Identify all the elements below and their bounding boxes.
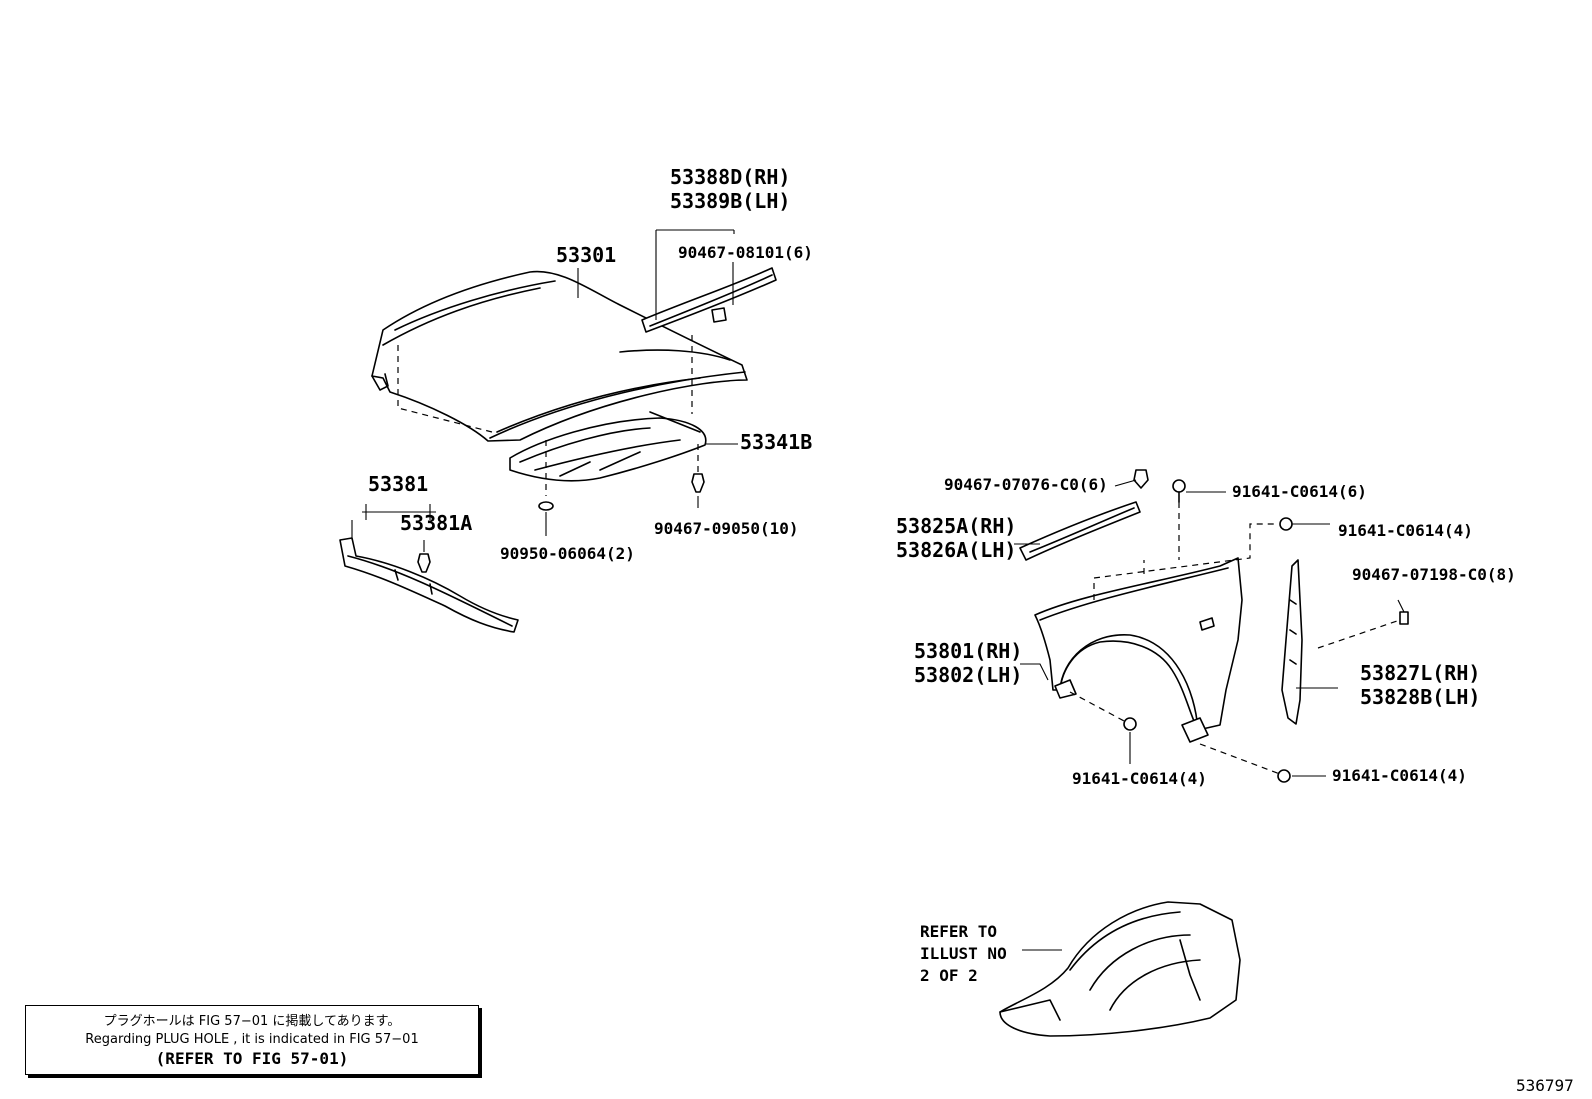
label-bolt-rear: 91641-C0614(4) <box>1338 521 1473 540</box>
label-bolt-bottom-right: 91641-C0614(4) <box>1332 766 1467 785</box>
hood-panel <box>371 270 748 442</box>
label-ext-clip: 90467-07076-C0(6) <box>944 475 1108 494</box>
fender-lower-bracket <box>1181 717 1209 743</box>
hood-insulator <box>509 411 707 482</box>
fender-liner <box>999 901 1241 1037</box>
bottom-left-bolt <box>1123 717 1137 731</box>
label-plug: 90950-06064(2) <box>500 544 635 563</box>
label-support-sub: 53381A <box>400 511 472 535</box>
seal-clip <box>711 307 727 323</box>
front-fender <box>1034 557 1243 731</box>
fender-side-seal <box>1281 559 1303 725</box>
label-hood: 53301 <box>556 243 616 267</box>
label-bolt-bottom-left: 91641-C0614(4) <box>1072 769 1207 788</box>
label-bolt-top: 91641-C0614(6) <box>1232 482 1367 501</box>
support-clip <box>417 553 431 573</box>
extension-clip <box>1133 469 1149 489</box>
label-refer-line2: ILLUST NO <box>920 944 1007 963</box>
label-refer-line3: 2 OF 2 <box>920 966 978 985</box>
label-refer-line1: REFER TO <box>920 922 997 941</box>
label-seal-lh: 53389B(LH) <box>670 189 790 213</box>
label-seal-side-clip: 90467-07198-C0(8) <box>1352 565 1516 584</box>
note-reference: (REFER TO FIG 57-01) <box>155 1049 349 1068</box>
label-fender-seal-rh: 53827L(RH) <box>1360 661 1480 685</box>
label-ext-rh: 53825A(RH) <box>896 514 1016 538</box>
hood-lock-support <box>339 537 519 633</box>
label-insulator-clip: 90467-09050(10) <box>654 519 799 538</box>
note-english: Regarding PLUG HOLE , it is indicated in… <box>85 1032 419 1047</box>
top-bolt <box>1172 479 1186 503</box>
label-fender-lh: 53802(LH) <box>914 663 1022 687</box>
label-support: 53381 <box>368 472 428 496</box>
rear-bolt <box>1279 517 1293 531</box>
label-fender-rh: 53801(RH) <box>914 639 1022 663</box>
fender-front-bracket <box>1054 679 1077 699</box>
hood-seal-strip <box>641 267 777 333</box>
seal-side-clip <box>1399 611 1409 625</box>
label-fender-seal-lh: 53828B(LH) <box>1360 685 1480 709</box>
insulator-clip <box>691 473 705 493</box>
fender-extension <box>1019 501 1141 561</box>
label-insulator: 53341B <box>740 430 812 454</box>
label-ext-lh: 53826A(LH) <box>896 538 1016 562</box>
note-japanese: プラグホールは FIG 57−01 に掲載してあります。 <box>103 1014 401 1029</box>
bottom-right-bolt <box>1277 769 1291 783</box>
plug-hole-plug <box>538 501 554 511</box>
plug-hole-note: プラグホールは FIG 57−01 に掲載してあります。 Regarding P… <box>25 1005 479 1075</box>
label-seal-clip: 90467-08101(6) <box>678 243 813 262</box>
figure-number: 536797 <box>1516 1076 1574 1095</box>
label-seal-rh: 53388D(RH) <box>670 165 790 189</box>
